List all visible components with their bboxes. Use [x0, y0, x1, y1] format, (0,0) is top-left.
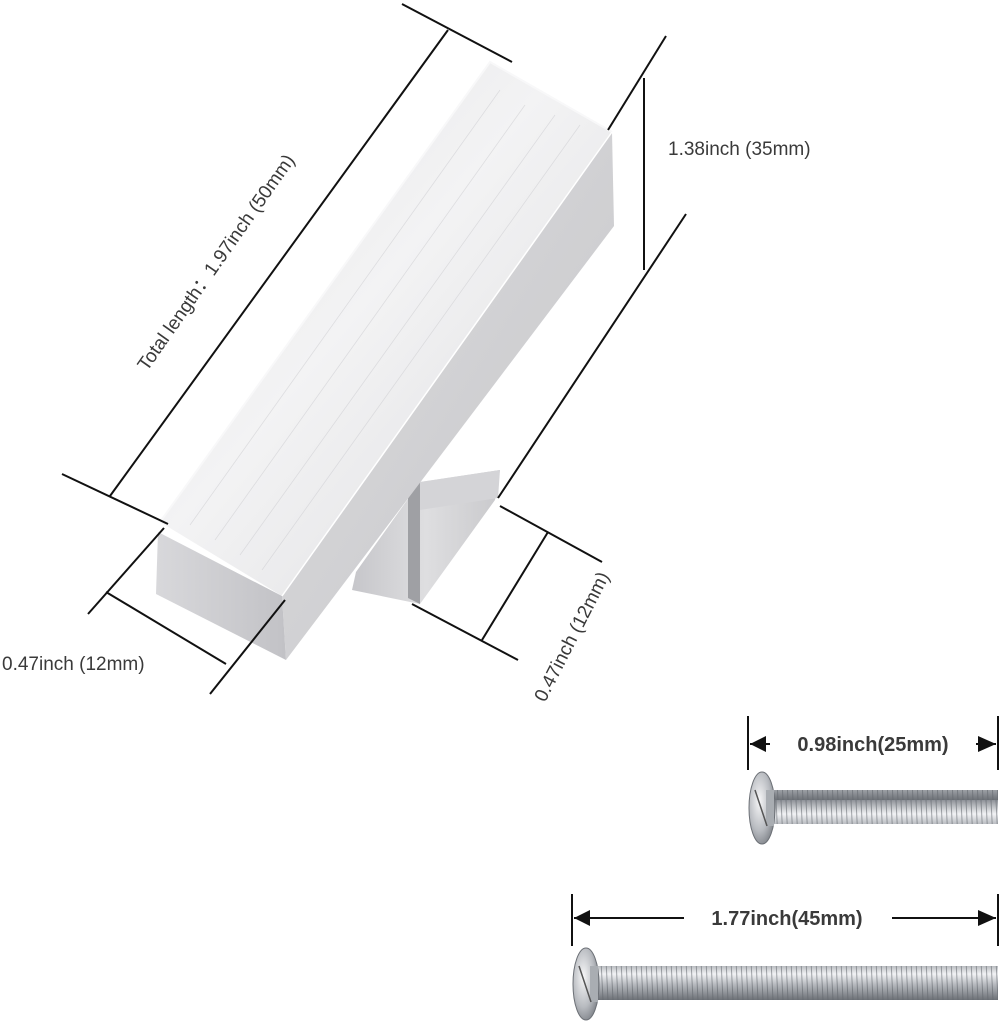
short-screw-label: 0.98inch(25mm): [797, 734, 948, 756]
knob-end-face: [156, 532, 286, 660]
knob-side-face: [282, 132, 614, 660]
long-screw: 1.77inch(45mm): [571, 894, 999, 1021]
short-screw: 0.98inch(25mm): [747, 716, 999, 845]
long-screw-label: 1.77inch(45mm): [711, 908, 862, 930]
t-bar-knob: [156, 60, 614, 660]
end-width-label: 0.47inch (12mm): [2, 654, 145, 675]
dimension-lines: [61, 3, 687, 695]
total-length-label: Total length：1.97inch (50mm): [134, 151, 300, 375]
knob-stem: [352, 470, 500, 604]
height-label: 1.38inch (35mm): [668, 139, 811, 160]
base-width-label: 0.47inch (12mm): [531, 569, 614, 706]
knob-top-face: [160, 62, 612, 596]
